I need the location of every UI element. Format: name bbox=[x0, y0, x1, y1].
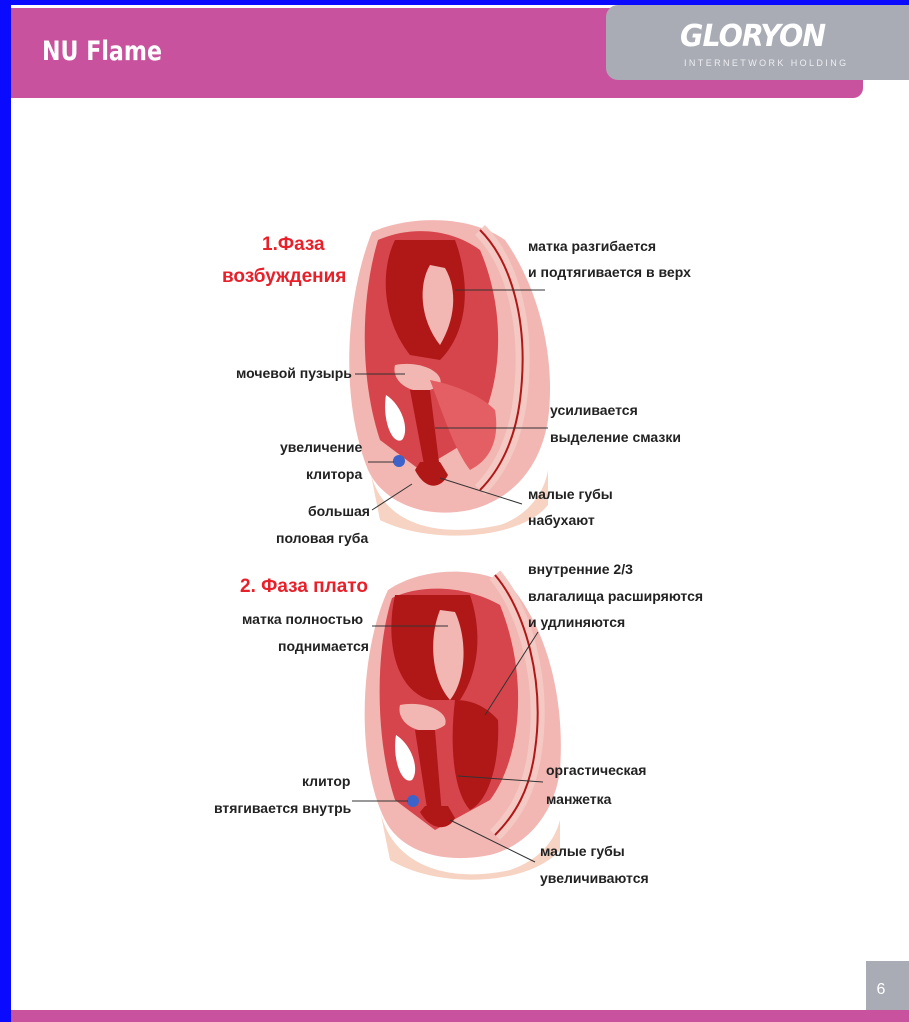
label-clitoris-2-line2: втягивается внутрь bbox=[214, 800, 352, 816]
phase2-title: 2. Фаза плато bbox=[240, 576, 368, 597]
label-clitoris-1-line1: увеличение bbox=[280, 439, 362, 455]
label-vagina-line3: и удлиняются bbox=[528, 614, 625, 630]
label-labia-majora-line2: половая губа bbox=[276, 530, 368, 546]
label-labia-minora-1-line1: малые губы bbox=[528, 486, 613, 502]
bottom-bar bbox=[11, 1010, 909, 1022]
label-orgasmic-cuff-line1: оргастическая bbox=[546, 762, 646, 778]
label-clitoris-2-line1: клитор bbox=[302, 773, 350, 789]
label-bladder-line1: мочевой пузырь bbox=[236, 365, 352, 381]
phase1-title-line1: 1.Фаза bbox=[262, 234, 325, 255]
label-clitoris-1-line2: клитора bbox=[306, 466, 362, 482]
label-lubrication-line2: выделение смазки bbox=[550, 429, 681, 445]
phase1-title-line2: возбуждения bbox=[222, 266, 346, 287]
label-vagina-line1: внутренние 2/3 bbox=[528, 561, 633, 577]
label-uterus-1-line2: и подтягивается в верх bbox=[528, 264, 691, 280]
label-vagina-line2: влагалища расширяются bbox=[528, 588, 703, 604]
label-labia-minora-2-line2: увеличиваются bbox=[540, 870, 649, 886]
label-orgasmic-cuff-line2: манжетка bbox=[546, 791, 612, 807]
label-labia-majora-line1: большая bbox=[308, 503, 370, 519]
label-uterus-2-line2: поднимается bbox=[278, 638, 369, 654]
label-labia-minora-1-line2: набухают bbox=[528, 512, 595, 528]
label-labia-minora-2-line1: малые губы bbox=[540, 843, 625, 859]
label-uterus-2-line1: матка полностью bbox=[242, 611, 363, 627]
page-number: 6 bbox=[866, 981, 896, 999]
phase1-illustration bbox=[349, 220, 550, 536]
label-lubrication-line1: усиливается bbox=[550, 402, 638, 418]
label-uterus-1-line1: матка разгибается bbox=[528, 238, 656, 254]
